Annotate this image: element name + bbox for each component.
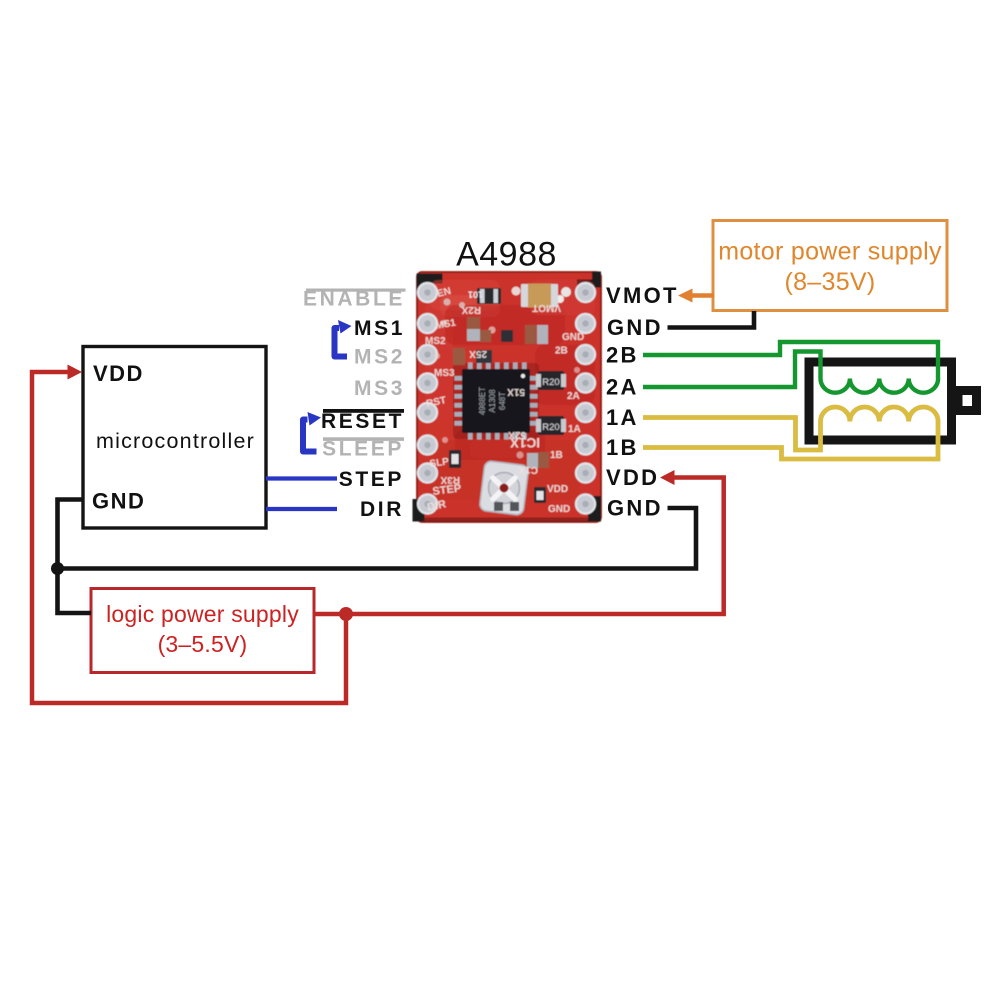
svg-text:R20: R20 [542, 377, 559, 388]
svg-text:GND: GND [562, 332, 584, 343]
svg-text:RESET: RESET [321, 410, 404, 433]
svg-text:IC1X: IC1X [510, 435, 540, 450]
svg-text:R20: R20 [542, 422, 559, 433]
svg-text:MS3: MS3 [354, 377, 405, 400]
svg-text:VDD: VDD [606, 465, 659, 490]
svg-text:VMOT: VMOT [532, 302, 561, 313]
svg-text:GND: GND [607, 315, 663, 340]
svg-text:RST: RST [425, 395, 447, 410]
svg-text:25X: 25X [469, 348, 487, 359]
svg-text:A4988: A4988 [456, 236, 557, 274]
svg-text:VDD: VDD [547, 484, 568, 495]
svg-text:2A: 2A [606, 375, 639, 400]
svg-text:2A: 2A [567, 391, 580, 402]
svg-text:logic power supply: logic power supply [106, 601, 299, 627]
svg-text:101: 101 [468, 290, 483, 300]
svg-text:VMOT: VMOT [606, 283, 679, 308]
svg-text:GND: GND [548, 504, 570, 515]
svg-text:648T: 648T [498, 392, 507, 410]
svg-text:DIR: DIR [426, 498, 447, 514]
svg-text:1B: 1B [550, 450, 563, 461]
svg-text:(3–5.5V): (3–5.5V) [158, 631, 248, 657]
svg-text:STEP: STEP [339, 468, 404, 491]
svg-text:VDD: VDD [93, 361, 144, 386]
svg-text:MS3: MS3 [434, 368, 455, 379]
svg-text:2B: 2B [555, 346, 568, 357]
svg-text:1A: 1A [606, 405, 639, 430]
svg-text:MS2: MS2 [425, 336, 446, 347]
svg-text:A1308: A1308 [488, 389, 497, 413]
svg-text:STEP: STEP [432, 483, 462, 498]
svg-text:GND: GND [607, 496, 663, 521]
svg-text:4988ET: 4988ET [478, 387, 487, 415]
svg-text:DIR: DIR [360, 498, 404, 521]
svg-text:motor power supply: motor power supply [718, 238, 942, 266]
svg-text:R3X: R3X [440, 474, 460, 485]
svg-text:R2X: R2X [461, 304, 481, 315]
svg-text:(8–35V): (8–35V) [784, 268, 875, 296]
svg-text:MS1: MS1 [435, 317, 458, 331]
svg-text:2B: 2B [606, 343, 639, 368]
svg-text:1A: 1A [568, 424, 581, 435]
svg-text:GND: GND [92, 489, 145, 514]
svg-text:SLEEP: SLEEP [322, 438, 404, 461]
svg-text:microcontroller: microcontroller [96, 429, 255, 453]
svg-text:51X: 51X [507, 386, 525, 397]
svg-text:1B: 1B [606, 435, 639, 460]
svg-text:EN: EN [436, 286, 452, 300]
svg-text:MS2: MS2 [354, 346, 405, 369]
svg-text:52X: 52X [508, 429, 526, 440]
svg-text:ENABLE: ENABLE [303, 288, 405, 311]
svg-text:MS1: MS1 [354, 317, 405, 340]
svg-text:C1X: C1X [518, 464, 538, 475]
svg-text:SLP: SLP [429, 456, 450, 470]
